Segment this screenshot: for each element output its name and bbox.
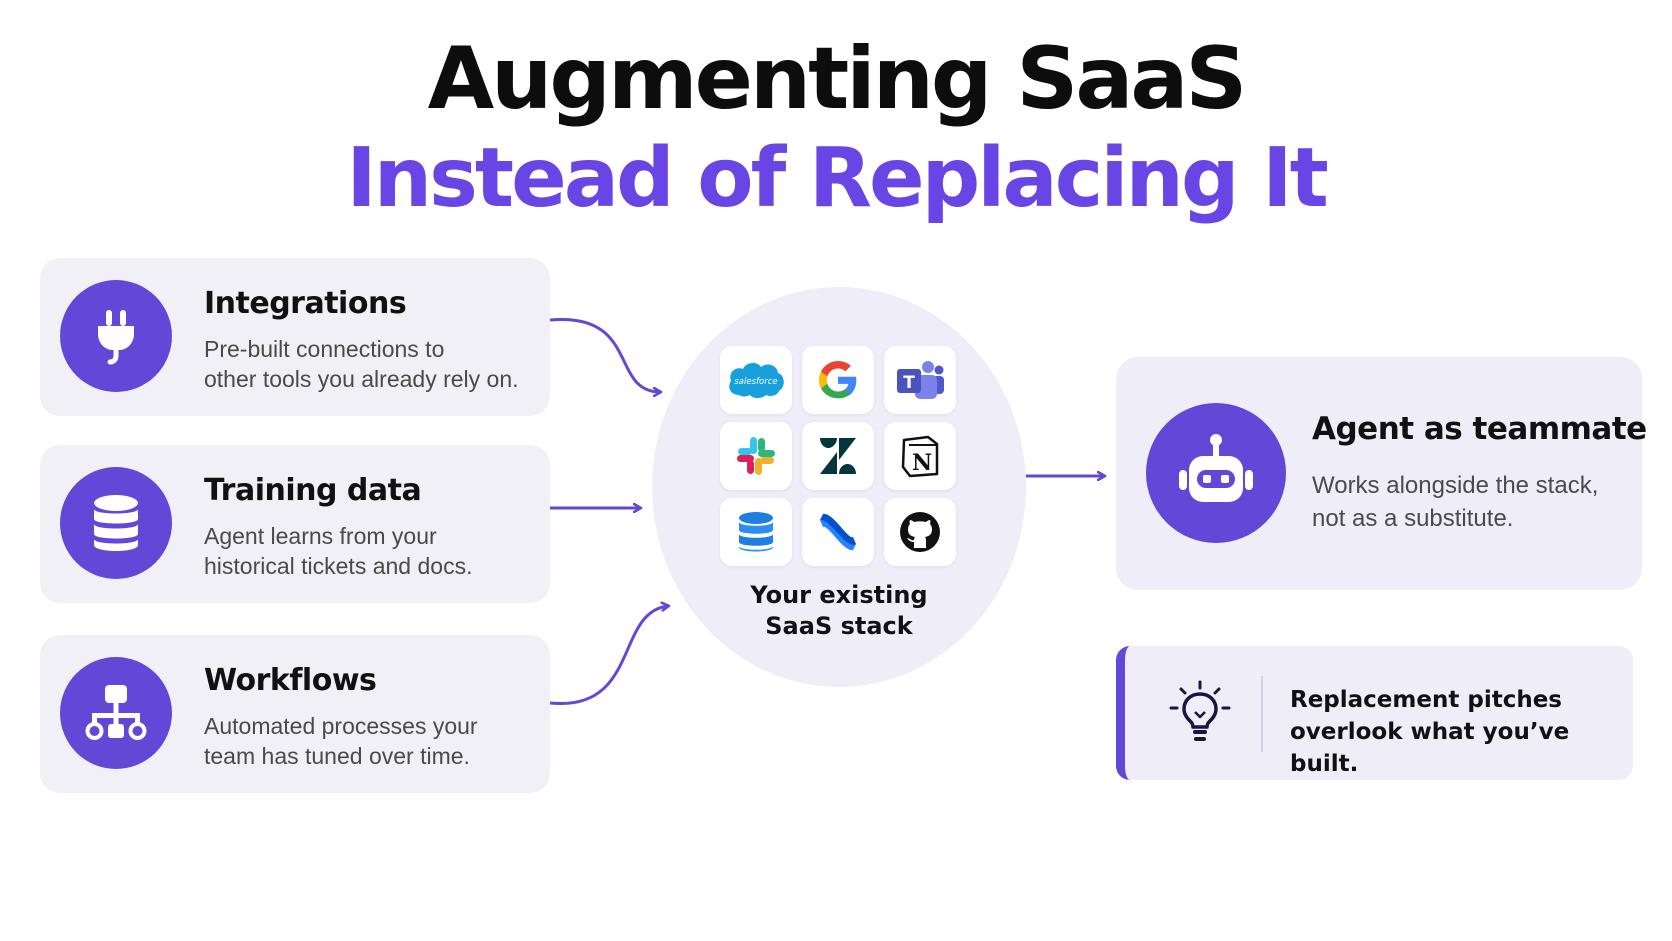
title-line-2: Instead of Replacing It	[346, 131, 1329, 226]
callout-text: Replacement pitches overlook what you’ve…	[1290, 687, 1570, 777]
teams-logo: T	[884, 346, 956, 414]
confluence-logo	[802, 498, 874, 566]
svg-text:salesforce: salesforce	[734, 377, 777, 387]
robot-icon	[1146, 403, 1286, 543]
callout-note: Replacement pitches overlook what you’ve…	[1116, 646, 1633, 780]
card-training-data: Training data Agent learns from your his…	[40, 445, 550, 603]
card-description: Agent learns from your historical ticket…	[204, 523, 473, 579]
saas-stack-hub: salesforce T	[652, 287, 1026, 687]
zendesk-logo	[802, 422, 874, 490]
card-description: Automated processes your team has tuned …	[204, 713, 478, 769]
card-workflows: Workflows Automated processes your team …	[40, 635, 550, 793]
workflow-icon	[60, 657, 172, 769]
plug-icon	[60, 280, 172, 392]
agent-description: Works alongside the stack, not as a subs…	[1312, 472, 1599, 532]
card-title: Training data	[204, 473, 422, 508]
svg-text:T: T	[903, 373, 915, 393]
title-line-1: Augmenting SaaS	[427, 29, 1248, 129]
separator	[1261, 676, 1263, 752]
salesforce-logo: salesforce	[720, 346, 792, 414]
card-description: Pre-built connections to other tools you…	[204, 336, 519, 392]
slack-logo	[720, 422, 792, 490]
notion-logo: N	[884, 422, 956, 490]
card-agent-as-teammate: Agent as teammate Works alongside the st…	[1116, 357, 1647, 590]
card-integrations: Integrations Pre-built connections to ot…	[40, 258, 550, 416]
agent-title: Agent as teammate	[1312, 411, 1647, 447]
github-logo	[884, 498, 956, 566]
hub-label: Your existing SaaS stack	[750, 581, 928, 640]
google-logo	[802, 346, 874, 414]
database-icon	[60, 467, 172, 579]
card-title: Integrations	[204, 286, 407, 321]
svg-text:N: N	[912, 450, 932, 476]
database-logo	[720, 498, 792, 566]
card-title: Workflows	[204, 663, 377, 698]
lightbulb-icon	[1163, 676, 1237, 750]
arrow-integrations-to-stack	[549, 317, 660, 392]
arrow-workflows-to-stack	[549, 606, 668, 705]
